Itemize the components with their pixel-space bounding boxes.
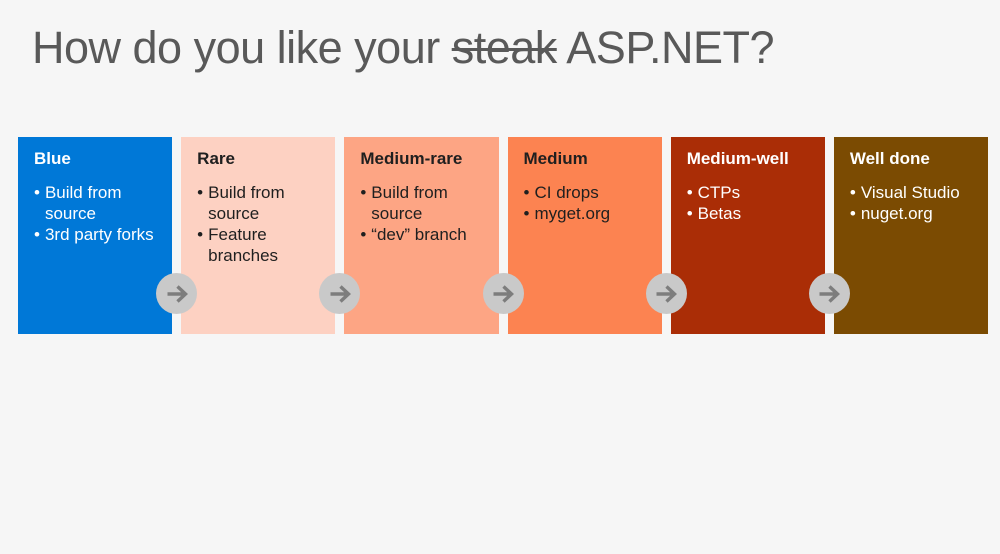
- bullet-list: •CI drops•myget.org: [524, 182, 650, 224]
- bullet-icon: •: [360, 225, 367, 244]
- bullet-text: Visual Studio: [860, 183, 960, 202]
- bullet-item: •nuget.org: [850, 203, 976, 224]
- bullet-item: •Betas: [687, 203, 813, 224]
- bullet-text: Build from source: [44, 183, 122, 223]
- bullet-text: CTPs: [697, 183, 741, 202]
- bullet-icon: •: [197, 225, 204, 244]
- doneness-box: Medium-rare •Build from source•“dev” bra…: [344, 137, 524, 334]
- doneness-box: Rare •Build from source•Feature branches: [181, 137, 361, 334]
- bullet-list: •Build from source•3rd party forks: [34, 182, 160, 245]
- arrow-right-icon: [656, 284, 678, 303]
- doneness-label: Rare: [197, 149, 235, 168]
- steps-row: Blue •Build from source•3rd party forks …: [18, 137, 989, 334]
- slide-title: How do you like your steak ASP.NET?: [32, 22, 775, 74]
- doneness-box: Well done •Visual Studio•nuget.org: [833, 137, 989, 334]
- bullet-text: myget.org: [534, 204, 611, 223]
- title-prefix: How do you like your: [32, 22, 452, 73]
- bullet-icon: •: [686, 204, 693, 223]
- bullet-icon: •: [34, 225, 40, 244]
- doneness-box: Medium-well •CTPs•Betas: [670, 137, 850, 334]
- next-arrow: [156, 273, 198, 314]
- bullet-list: •Build from source•“dev” branch: [360, 182, 486, 245]
- bullet-list: •CTPs•Betas: [687, 182, 813, 224]
- bullet-text: nuget.org: [860, 204, 933, 223]
- bullet-list: •Visual Studio•nuget.org: [850, 182, 976, 224]
- bullet-text: 3rd party forks: [44, 225, 154, 244]
- next-arrow: [319, 273, 361, 314]
- doneness-label: Well done: [849, 149, 930, 168]
- doneness-box: Blue •Build from source•3rd party forks: [18, 137, 198, 334]
- doneness-label: Medium-well: [686, 149, 789, 168]
- bullet-item: •Build from source: [360, 182, 486, 224]
- bullet-icon: •: [197, 183, 204, 202]
- bullet-item: •CI drops: [524, 182, 650, 203]
- doneness-label: Medium: [523, 149, 588, 168]
- bullet-icon: •: [34, 183, 40, 202]
- bullet-item: •CTPs: [687, 182, 813, 203]
- bullet-item: •myget.org: [524, 203, 650, 224]
- bullet-item: •Visual Studio: [850, 182, 976, 203]
- strikethrough-word: steak: [451, 22, 558, 73]
- next-arrow: [482, 273, 524, 314]
- bullet-text: CI drops: [534, 183, 599, 202]
- bullet-icon: •: [523, 204, 530, 223]
- bullet-item: •“dev” branch: [360, 224, 486, 245]
- bullet-item: •Build from source: [197, 182, 323, 224]
- bullet-text: Feature branches: [208, 225, 279, 265]
- bullet-icon: •: [686, 183, 693, 202]
- bullet-text: Build from source: [371, 183, 448, 223]
- next-arrow: [808, 273, 850, 314]
- bullet-icon: •: [523, 183, 530, 202]
- bullet-item: •3rd party forks: [34, 224, 160, 245]
- bullet-text: Build from source: [208, 183, 285, 223]
- doneness-label: Medium-rare: [360, 149, 463, 168]
- arrow-right-icon: [330, 284, 351, 303]
- bullet-item: •Feature branches: [197, 224, 323, 266]
- bullet-item: •Build from source: [34, 182, 160, 224]
- bullet-icon: •: [360, 183, 367, 202]
- next-arrow: [645, 273, 687, 314]
- arrow-right-icon: [493, 284, 515, 303]
- bullet-text: Betas: [697, 204, 742, 223]
- doneness-box: Medium •CI drops•myget.org: [507, 137, 687, 334]
- doneness-label: Blue: [34, 149, 71, 168]
- arrow-right-icon: [819, 284, 841, 303]
- arrow-right-icon: [167, 284, 188, 303]
- bullet-text: “dev” branch: [371, 225, 467, 244]
- bullet-list: •Build from source•Feature branches: [197, 182, 323, 266]
- title-suffix: ASP.NET?: [556, 22, 775, 73]
- bullet-icon: •: [849, 204, 856, 223]
- bullet-icon: •: [849, 183, 856, 202]
